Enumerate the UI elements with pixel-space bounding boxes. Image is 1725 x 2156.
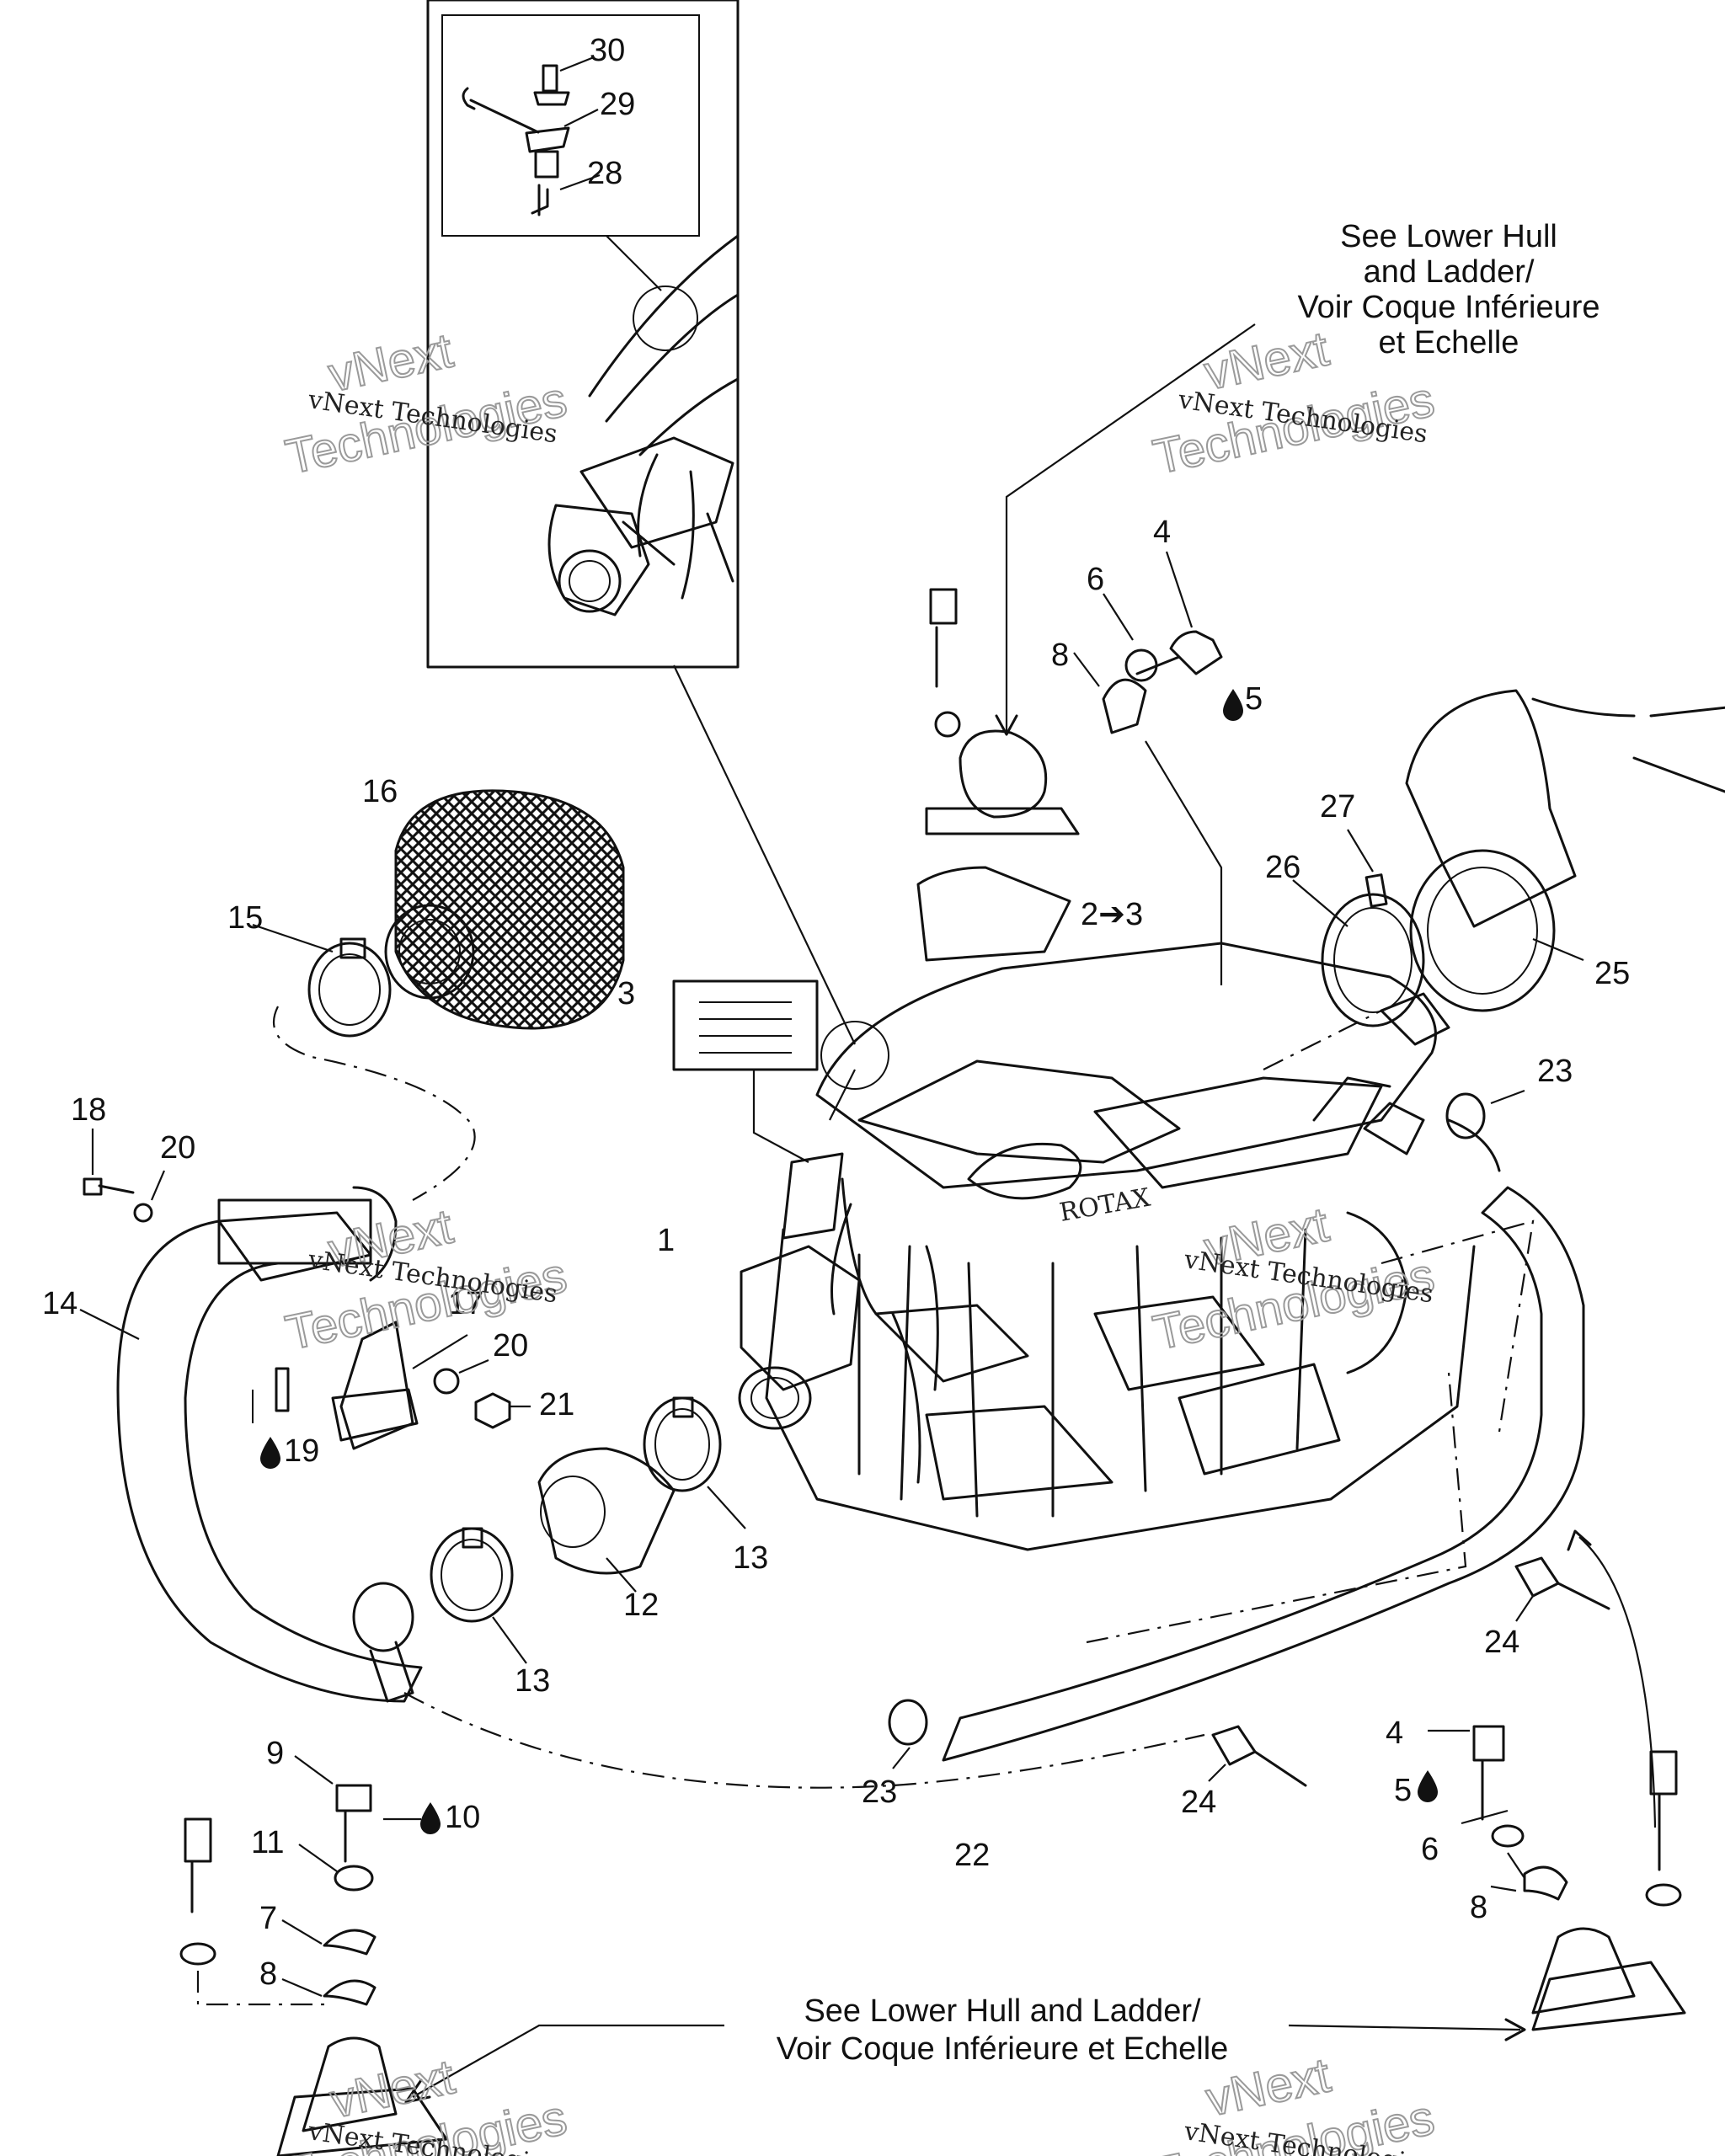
callout-10: 10 [445, 1800, 480, 1835]
watermark-brand-2: vNext [1199, 321, 1333, 400]
callout-12: 12 [623, 1588, 659, 1623]
watermark: vNext Technologies vNext Technologies vN… [280, 320, 1440, 2156]
callout-6b: 6 [1421, 1832, 1439, 1867]
callout-4: 4 [1153, 515, 1171, 550]
callout-28: 28 [587, 156, 622, 191]
callout-2-to-3: 2➔3 [1081, 897, 1143, 932]
clamp-part-13a [643, 1396, 746, 1529]
engine-mount-bottom-left [179, 1755, 448, 2156]
clamp-part-15 [252, 923, 392, 1038]
note-bottom-line-2: Voir Coque Inférieure et Echelle [777, 2031, 1229, 2067]
bolt-part-19 [252, 1367, 290, 1423]
callout-15: 15 [227, 900, 263, 936]
callout-20a: 20 [160, 1130, 195, 1166]
callout-8: 8 [1051, 638, 1069, 673]
callout-25: 25 [1594, 956, 1630, 991]
engine-mount-bottom-right [1428, 1725, 1686, 2031]
clamp-part-23b [888, 1699, 928, 1769]
bracket-part-17 [331, 1321, 468, 1450]
note-bottom-line-1: See Lower Hull and Ladder/ [804, 1993, 1201, 2029]
callout-16: 16 [362, 774, 398, 809]
threadlock-drop-icon-5a [1223, 689, 1243, 721]
note-top-line-2: and Ladder/ [1364, 254, 1535, 290]
nut-part-21 [474, 1392, 531, 1429]
note-arrows [404, 323, 1657, 2104]
threadlock-drop-icon-19 [260, 1437, 280, 1469]
callout-21: 21 [539, 1387, 574, 1422]
note-bottom: See Lower Hull and Ladder/ Voir Coque In… [777, 1993, 1229, 2067]
exhaust-pipe-part-25 [1405, 689, 1725, 1012]
decal-part-3 [672, 979, 819, 1163]
note-top-line-1: See Lower Hull [1340, 219, 1557, 254]
threadlock-drop-icon-10 [420, 1802, 441, 1834]
callout-1: 1 [657, 1223, 675, 1258]
callout-24a: 24 [1484, 1625, 1519, 1660]
callout-3: 3 [617, 976, 635, 1011]
air-filter-part-16 [384, 789, 625, 1030]
callout-27: 27 [1320, 789, 1355, 825]
note-top-line-3: Voir Coque Inférieure [1297, 290, 1599, 325]
callout-5: 5 [1245, 681, 1263, 717]
bolt-part-18 [83, 1129, 166, 1223]
clip-part-24b [1208, 1725, 1307, 1787]
callout-8c: 8 [1470, 1890, 1487, 1925]
coupler-part-12 [537, 1447, 676, 1593]
clip-part-24a [1514, 1556, 1610, 1622]
callout-11: 11 [251, 1825, 284, 1860]
callout-13a: 13 [733, 1540, 768, 1576]
callout-9: 9 [266, 1736, 284, 1771]
callout-20b: 20 [493, 1328, 528, 1364]
callout-5b: 5 [1394, 1773, 1412, 1808]
callout-26: 26 [1265, 850, 1300, 885]
callout-19: 19 [284, 1433, 319, 1469]
callout-14: 14 [42, 1286, 77, 1321]
callout-17: 17 [448, 1286, 483, 1321]
note-top-right: See Lower Hull and Ladder/ Voir Coque In… [1297, 219, 1599, 360]
callout-labels: 30 29 28 4 6 8 5 16 15 27 26 25 2➔3 3 23… [42, 33, 1630, 1992]
callout-24b: 24 [1181, 1785, 1216, 1820]
engine-mount-top [916, 551, 1223, 985]
callout-30: 30 [590, 33, 625, 68]
clamp-part-23a [1445, 1089, 1525, 1139]
engine-cover-label: ROTAX [1057, 1182, 1153, 1227]
callout-7: 7 [259, 1901, 277, 1936]
callout-13b: 13 [515, 1663, 550, 1699]
callout-23b: 23 [862, 1774, 897, 1810]
clamp-part-26 [1292, 879, 1450, 1046]
callout-23a: 23 [1537, 1054, 1573, 1089]
callout-4b: 4 [1386, 1716, 1403, 1751]
callout-8b: 8 [259, 1956, 277, 1992]
callout-18: 18 [71, 1092, 106, 1128]
flow-lines [273, 1006, 1535, 1789]
water-hose-part-22 [942, 1118, 1585, 1762]
callout-6: 6 [1087, 562, 1104, 597]
callout-29: 29 [600, 87, 635, 122]
pin-part-27 [1347, 829, 1388, 908]
threadlock-drop-icon-5b [1418, 1770, 1438, 1802]
washer-part-20b [433, 1358, 489, 1395]
intake-hose-part-14 [79, 1186, 423, 1703]
callout-22: 22 [954, 1838, 990, 1873]
note-top-line-4: et Echelle [1379, 325, 1519, 360]
detail-inset [426, 0, 856, 1045]
clamp-part-13b [430, 1527, 527, 1664]
